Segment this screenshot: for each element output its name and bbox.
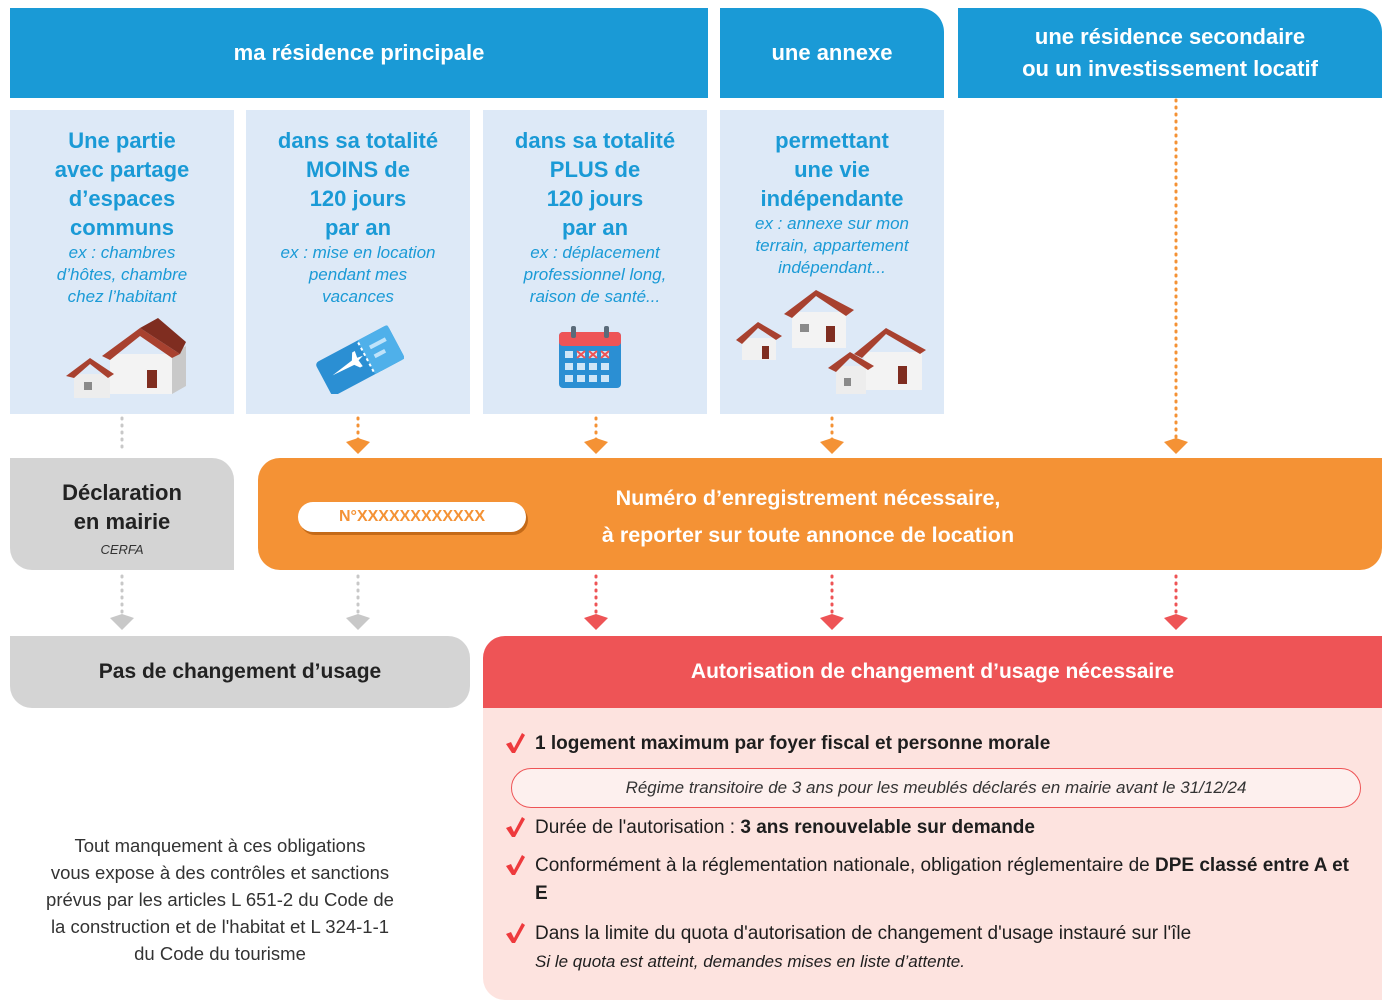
arrow-gray xyxy=(110,614,134,630)
authorization-item: Durée de l'autorisation : 3 ans renouvel… xyxy=(505,814,1362,842)
authorization-item: Dans la limite du quota d'autorisation d… xyxy=(505,920,1362,976)
header-residence-secondaire: une résidence secondaire ou un investiss… xyxy=(958,8,1382,98)
declaration-subtitle: CERFA xyxy=(100,542,144,557)
registration-text: Numéro d’enregistrement nécessaire, à re… xyxy=(601,486,1015,547)
arrow-gray xyxy=(346,614,370,630)
item-text: Conformément à la réglementation nationa… xyxy=(535,855,1155,876)
column-title: permettant une vie indépendante xyxy=(760,128,904,211)
arrow-orange xyxy=(584,438,608,454)
quota-note: Si le quota est atteint, demandes mises … xyxy=(535,952,965,971)
authorization-item: 1 logement maximum par foyer fiscal et p… xyxy=(505,730,1362,758)
column-title: Une partie avec partage d’espaces commun… xyxy=(54,128,190,240)
column-example: ex : chambres d’hôtes, chambre chez l’ha… xyxy=(56,243,188,306)
column-example: ex : déplacement professionnel long, rai… xyxy=(523,243,667,306)
column-example: ex : mise en location pendant mes vacanc… xyxy=(280,243,436,306)
check-icon xyxy=(506,855,525,875)
registration-number-badge: N°XXXXXXXXXXXX xyxy=(298,502,526,532)
arrow-orange xyxy=(1164,438,1188,454)
column-title: dans sa totalité PLUS de 120 jours par a… xyxy=(514,128,676,240)
arrow-red xyxy=(1164,614,1188,630)
plane-ticket-icon xyxy=(316,325,404,394)
check-icon xyxy=(506,923,525,943)
arrow-orange xyxy=(820,438,844,454)
registration-box: N°XXXXXXXXXXXX Numéro d’enregistrement n… xyxy=(258,458,1382,570)
check-icon xyxy=(506,733,525,753)
transitional-regime-note: Régime transitoire de 3 ans pour les meu… xyxy=(511,768,1361,808)
houses-group-icon xyxy=(736,290,926,394)
column-example: ex : annexe sur mon terrain, appartement… xyxy=(754,214,910,277)
declaration-title: Déclaration en mairie xyxy=(62,480,182,534)
authorization-item: Conformément à la réglementation nationa… xyxy=(505,852,1362,908)
authorization-details: 1 logement maximum par foyer fiscal et p… xyxy=(483,708,1382,1000)
declaration-mairie-box: Déclaration en mairie CERFA xyxy=(10,458,234,570)
item-text-bold: 3 ans renouvelable sur demande xyxy=(740,817,1035,838)
arrow-red xyxy=(584,614,608,630)
item-text: Dans la limite du quota d'autorisation d… xyxy=(535,923,1192,944)
item-text-bold: DPE classé entre A et E xyxy=(535,855,1349,904)
column-partie-partagee: Une partie avec partage d’espaces commun… xyxy=(10,110,234,414)
item-text: 1 logement maximum par foyer fiscal et p… xyxy=(535,733,1051,754)
houses-icon xyxy=(66,318,186,398)
column-annexe-independante: permettant une vie indépendante ex : ann… xyxy=(720,110,944,414)
header-residence-principale: ma résidence principale xyxy=(10,8,708,98)
column-moins-120: dans sa totalité MOINS de 120 jours par … xyxy=(246,110,470,414)
arrow-red xyxy=(820,614,844,630)
authorization-title: Autorisation de changement d’usage néces… xyxy=(483,636,1382,708)
calendar-icon xyxy=(559,326,621,388)
no-change-box: Pas de changement d’usage xyxy=(10,636,470,708)
column-title: dans sa totalité MOINS de 120 jours par … xyxy=(277,128,439,240)
legal-footnote: Tout manquement à ces obligations vous e… xyxy=(46,835,394,964)
item-text: Durée de l'autorisation : xyxy=(535,817,741,838)
check-icon xyxy=(506,817,525,837)
arrow-orange xyxy=(346,438,370,454)
header-annexe: une annexe xyxy=(720,8,944,98)
column-plus-120: dans sa totalité PLUS de 120 jours par a… xyxy=(483,110,707,414)
